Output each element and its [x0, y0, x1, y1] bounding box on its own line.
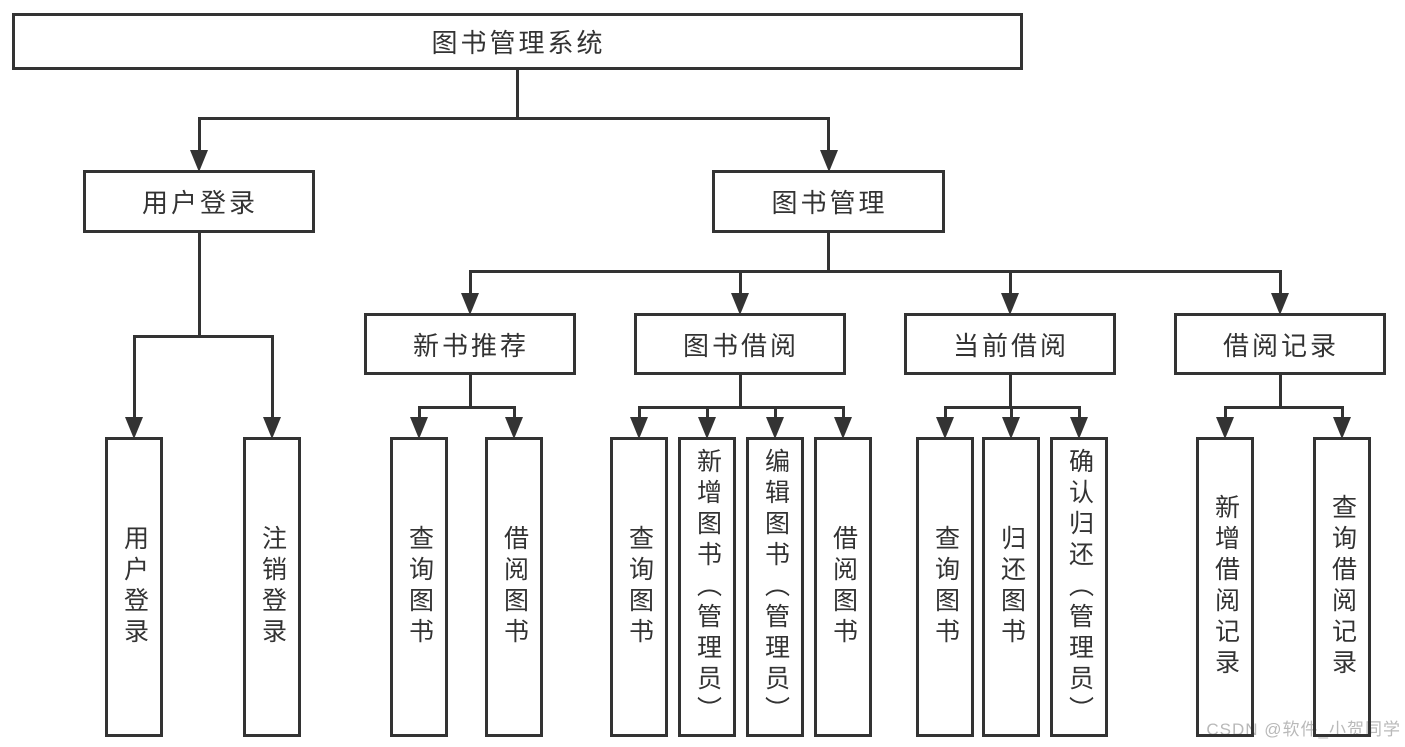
node-label: 图书管理 — [771, 188, 888, 218]
connector-stem — [1008, 374, 1012, 409]
connector-line-vertical — [827, 118, 830, 154]
node-label: 用户登录 — [120, 525, 149, 649]
connector-line-vertical — [773, 407, 777, 421]
connector-line-vertical — [197, 118, 201, 154]
connector-line-vertical — [1223, 407, 1227, 421]
node-label: 注销登录 — [258, 525, 287, 649]
node-label: 图书管理系统 — [431, 28, 606, 58]
connector-line-vertical — [468, 271, 472, 297]
arrow-down-icon — [461, 293, 479, 315]
arrow-down-icon — [819, 150, 838, 172]
node-v-return-books: 归还图书 — [982, 437, 1040, 737]
arrow-down-icon — [1216, 417, 1234, 439]
node-v-add-books-admin: 新增图书（管理员） — [678, 437, 736, 737]
connector-stem — [197, 232, 201, 338]
node-v-borrow-books-borrowing: 借阅图书 — [814, 437, 872, 737]
connector-line-vertical — [1008, 271, 1012, 297]
node-v-logout: 注销登录 — [243, 437, 301, 737]
node-label: 当前借阅 — [952, 330, 1069, 361]
connector-line-vertical — [637, 407, 641, 421]
connector-stem — [516, 69, 519, 120]
node-label: 查询图书 — [931, 525, 960, 649]
node-book-borrowing: 图书借阅 — [634, 313, 846, 375]
node-label: 新增图书（管理员） — [693, 447, 722, 727]
arrow-down-icon — [1271, 293, 1289, 315]
arrow-down-icon — [1002, 417, 1020, 439]
connector-stem — [468, 374, 472, 409]
node-label: 借阅图书 — [829, 525, 858, 649]
node-label: 查询图书 — [625, 525, 654, 649]
connector-stem — [1278, 374, 1282, 409]
node-label: 编辑图书（管理员） — [761, 447, 790, 727]
connector-line-vertical — [705, 407, 709, 421]
connector-line-vertical — [1340, 407, 1344, 421]
node-v-edit-books-admin: 编辑图书（管理员） — [746, 437, 804, 737]
arrow-down-icon — [1333, 417, 1351, 439]
node-v-query-books-current: 查询图书 — [916, 437, 974, 737]
node-v-borrow-books-recommend: 借阅图书 — [485, 437, 543, 737]
connector-line-vertical — [1077, 407, 1081, 421]
connector-stem — [827, 232, 830, 273]
node-borrowing-records: 借阅记录 — [1174, 313, 1386, 375]
arrow-down-icon — [263, 417, 281, 439]
connector-line-vertical — [512, 407, 516, 421]
node-label: 新书推荐 — [412, 330, 529, 361]
connector-line-vertical — [841, 407, 845, 421]
arrow-down-icon — [936, 417, 954, 439]
node-label: 借阅记录 — [1222, 330, 1339, 361]
node-v-query-books-recommend: 查询图书 — [390, 437, 448, 737]
node-book-management: 图书管理 — [712, 170, 945, 233]
node-label: 确认归还（管理员） — [1065, 447, 1094, 727]
watermark: CSDN @软件_小贺同学 — [1206, 720, 1401, 739]
connector-line-vertical — [1009, 407, 1013, 421]
node-v-query-books-borrowing: 查询图书 — [610, 437, 668, 737]
connector-line-horizontal — [197, 116, 830, 120]
arrow-down-icon — [834, 417, 852, 439]
arrow-down-icon — [190, 150, 208, 172]
connector-stem — [738, 374, 742, 409]
node-v-user-login: 用户登录 — [105, 437, 163, 737]
connector-line-horizontal — [417, 405, 516, 409]
node-user-login: 用户登录 — [83, 170, 315, 233]
node-label: 借阅图书 — [500, 525, 529, 649]
arrow-down-icon — [410, 417, 428, 439]
arrow-down-icon — [1070, 417, 1088, 439]
arrow-down-icon — [125, 417, 143, 439]
node-new-book-recommend: 新书推荐 — [364, 313, 576, 375]
arrow-down-icon — [731, 293, 749, 315]
connector-line-vertical — [132, 336, 136, 421]
node-label: 查询借阅记录 — [1328, 494, 1357, 680]
connector-line-horizontal — [637, 405, 845, 409]
node-label: 图书借阅 — [682, 330, 799, 361]
connector-line-horizontal — [132, 334, 274, 338]
arrow-down-icon — [766, 417, 784, 439]
node-label: 归还图书 — [997, 525, 1026, 649]
connector-line-vertical — [738, 271, 742, 297]
connector-line-vertical — [943, 407, 947, 421]
connector-line-vertical — [417, 407, 421, 421]
connector-line-horizontal — [468, 269, 1282, 273]
connector-line-vertical — [1278, 271, 1282, 297]
arrow-down-icon — [698, 417, 716, 439]
connector-line-vertical — [270, 336, 274, 421]
arrow-down-icon — [505, 417, 523, 439]
node-v-query-borrow-record: 查询借阅记录 — [1313, 437, 1371, 737]
node-v-add-borrow-record: 新增借阅记录 — [1196, 437, 1254, 737]
connector-line-horizontal — [1223, 405, 1344, 409]
node-label: 新增借阅记录 — [1211, 494, 1240, 680]
arrow-down-icon — [1001, 293, 1019, 315]
node-current-borrowing: 当前借阅 — [904, 313, 1116, 375]
node-label: 查询图书 — [405, 525, 434, 649]
node-system-root: 图书管理系统 — [12, 13, 1023, 70]
node-v-confirm-return-admin: 确认归还（管理员） — [1050, 437, 1108, 737]
arrow-down-icon — [630, 417, 648, 439]
node-label: 用户登录 — [141, 188, 258, 218]
